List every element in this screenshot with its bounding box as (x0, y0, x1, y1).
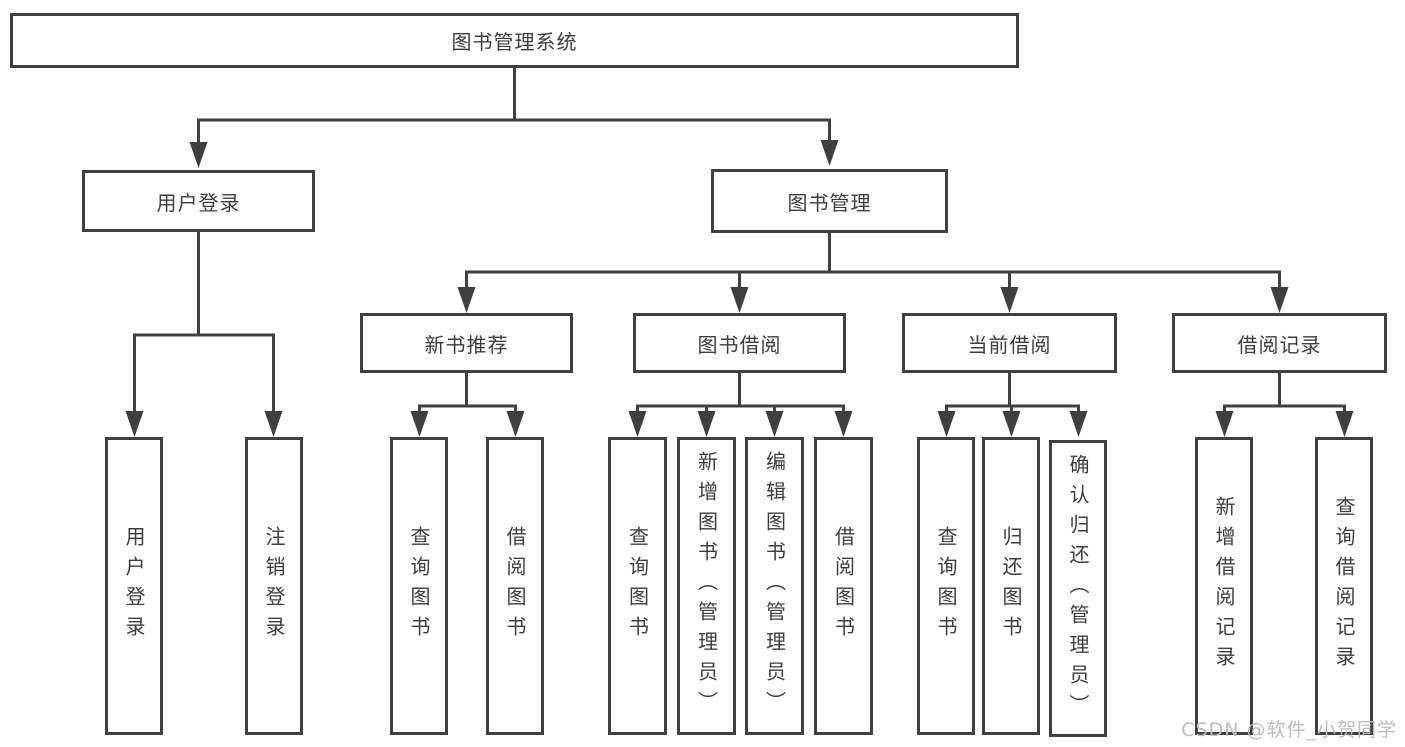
node-book-borrow: 图书借阅 (633, 313, 846, 373)
leaf-query-borrow-record: 查询借阅记录 (1315, 437, 1373, 735)
node-book-management: 图书管理 (711, 169, 948, 233)
node-current-borrow: 当前借阅 (902, 313, 1117, 373)
leaf-borrow-borrow-books: 借阅图书 (814, 437, 873, 735)
leaf-confirm-return-admin: 确认归还（管理员） (1049, 440, 1107, 737)
leaf-user-login: 用户登录 (105, 437, 163, 735)
leaf-recommend-borrow-books: 借阅图书 (486, 437, 544, 735)
csdn-watermark: CSDN @软件_小贺同学 (1181, 719, 1397, 741)
leaf-edit-books-admin: 编辑图书（管理员） (745, 437, 804, 735)
node-borrow-records: 借阅记录 (1172, 313, 1387, 373)
leaf-recommend-query-books: 查询图书 (390, 437, 448, 735)
leaf-borrow-query-books: 查询图书 (608, 437, 667, 735)
leaf-return-books: 归还图书 (982, 437, 1040, 735)
node-library-management-system: 图书管理系统 (10, 13, 1019, 68)
leaf-current-query-books: 查询图书 (917, 437, 975, 735)
node-new-book-recommend: 新书推荐 (360, 313, 573, 373)
leaf-add-books-admin: 新增图书（管理员） (677, 437, 736, 735)
leaf-add-borrow-record: 新增借阅记录 (1195, 437, 1253, 735)
leaf-logout: 注销登录 (245, 437, 303, 735)
node-user-login: 用户登录 (82, 170, 315, 232)
